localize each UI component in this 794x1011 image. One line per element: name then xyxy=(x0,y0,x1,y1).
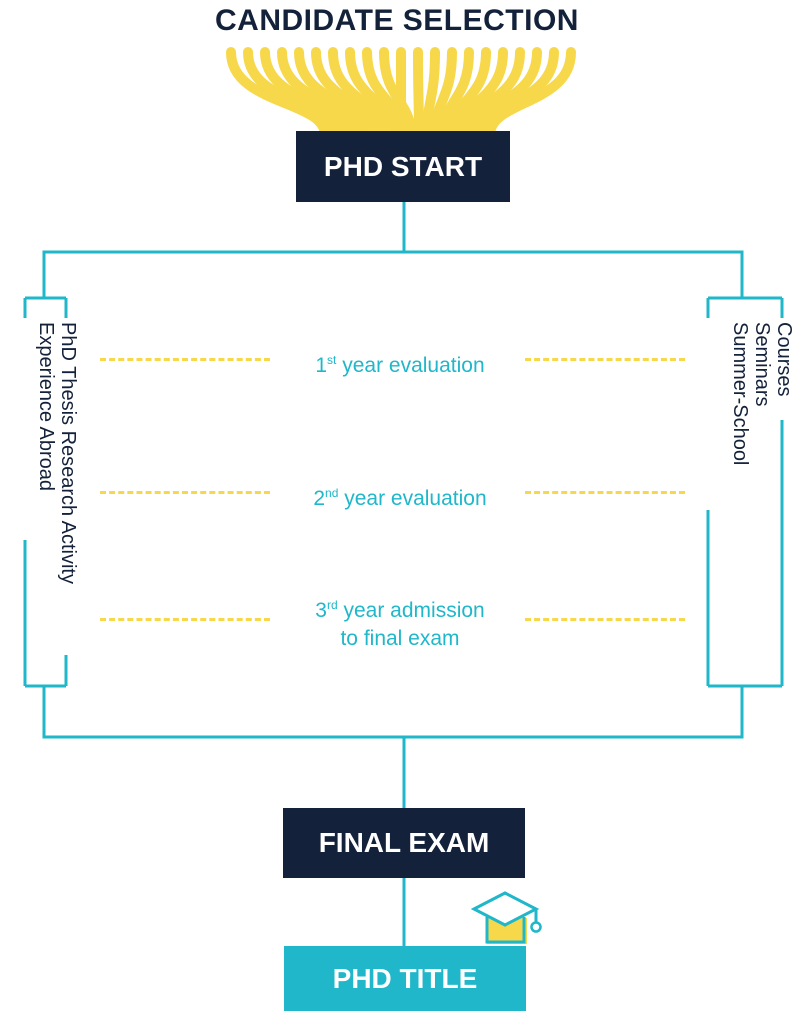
right-activity-summer-school: Summer-School xyxy=(729,322,751,466)
phd-start-box: PHD START xyxy=(296,131,510,202)
phd-title-box: PHD TITLE xyxy=(284,946,526,1011)
right-activity-courses: Courses xyxy=(773,322,794,397)
evaluation-second-year: 2nd year evaluation xyxy=(250,479,550,513)
dashed-separator xyxy=(100,618,270,621)
evaluation-ordinal: 1 xyxy=(315,354,328,377)
graduation-cap-icon xyxy=(470,891,542,944)
evaluation-text: year evaluation xyxy=(344,487,487,510)
right-activity-seminars: Seminars xyxy=(751,322,773,407)
evaluation-text-line2: to final exam xyxy=(340,627,460,650)
evaluation-ordinal: 2 xyxy=(313,487,326,510)
evaluation-ordinal: 3 xyxy=(315,599,327,622)
left-activity-thesis: PhD Thesis Research Activity xyxy=(57,322,79,584)
dashed-separator xyxy=(100,358,270,361)
evaluation-text: year evaluation xyxy=(342,354,485,377)
dashed-separator xyxy=(100,491,270,494)
left-activity-abroad: Experience Abroad xyxy=(35,322,57,492)
evaluation-text: year admission xyxy=(343,599,485,622)
evaluation-ordinal-suffix: rd xyxy=(326,598,338,612)
candidate-selection-title: CANDIDATE SELECTION xyxy=(215,4,579,37)
left-activities: PhD Thesis Research Activity Experience … xyxy=(35,322,79,584)
evaluation-ordinal-suffix: nd xyxy=(325,486,339,500)
teal-flow-lines xyxy=(23,202,784,946)
candidate-fan-icon xyxy=(226,47,576,140)
evaluation-third-year: 3rd year admission to final exam xyxy=(250,591,550,653)
dashed-separator xyxy=(525,491,685,494)
dashed-separator xyxy=(525,358,685,361)
final-exam-box: FINAL EXAM xyxy=(283,808,525,878)
evaluation-first-year: 1st year evaluation xyxy=(250,346,550,380)
dashed-separator xyxy=(525,618,685,621)
evaluation-ordinal-suffix: st xyxy=(327,353,337,367)
right-activities: Courses Seminars Summer-School xyxy=(729,322,794,465)
